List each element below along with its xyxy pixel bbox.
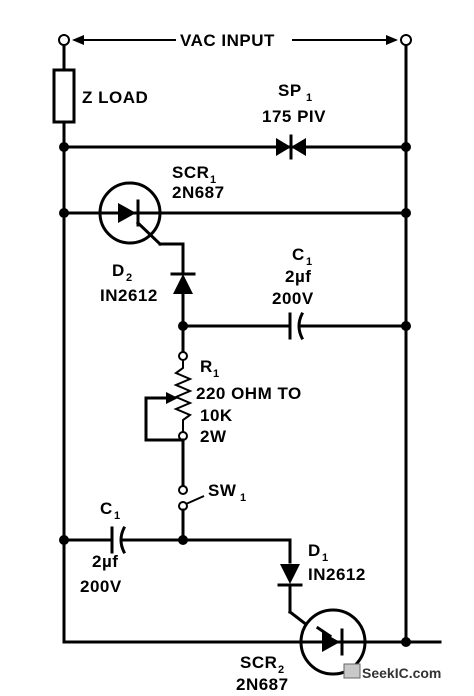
c1-top-ref: C [292,245,305,264]
d1-part: IN2612 [308,565,366,584]
r1-value: 220 OHM TO [196,384,302,403]
sp1-rating: 175 PIV [262,107,326,126]
sp1-suppressor-icon [276,134,306,160]
c1-top-capacitor-icon [288,311,305,341]
vac-input-terminals [58,34,412,46]
z-load-label: Z LOAD [82,88,148,107]
r1-ref: R [200,357,213,376]
r1-ref-sub: 1 [213,368,219,380]
input-terminal-right[interactable] [400,34,412,46]
right-rail [404,44,442,644]
d1-ref: D [308,541,321,560]
watermark-text: SeekIC.com [362,665,441,681]
d2-ref-sub: 2 [126,272,132,284]
scr1-ref-sub: 1 [210,174,216,186]
scr1-thyristor-icon [98,181,163,247]
scr2-ref-sub: 2 [278,664,284,676]
z-load-body [52,68,76,124]
c1-top-voltage: 200V [272,289,314,308]
sw1-ref-sub: 1 [240,492,246,504]
d2-ref: D [112,261,125,280]
sw1-terminal-top[interactable] [178,485,188,495]
sw1-lead [185,495,205,505]
c1-bottom-voltage: 200V [80,577,122,596]
r1-wiper-icon [144,392,185,442]
r1-power: 2W [200,427,227,446]
c1-bottom-ref-sub: 1 [114,510,120,522]
scr2-part: 2N687 [236,675,289,694]
vac-input-label: VAC INPUT [180,31,275,50]
c1-bottom-value: 2µf [92,552,118,571]
r1-terminal-top [178,351,188,361]
z-load [52,68,76,124]
d2-diode-icon [170,272,196,294]
input-terminal-left[interactable] [58,34,70,46]
scr2-ref: SCR [240,653,277,672]
d2-part: IN2612 [100,286,158,305]
scr1-part: 2N687 [172,183,225,202]
r1-resistor-icon [173,360,193,432]
d1-ref-sub: 1 [322,552,328,564]
scr2-thyristor-icon [299,608,367,676]
d1-diode-icon [277,564,303,587]
sp1-ref: SP [278,81,302,100]
c1-bottom-ref: C [100,499,113,518]
c1-top-value: 2µf [285,267,311,286]
c1-top-ref-sub: 1 [306,256,312,268]
seekic-watermark: SeekIC.com [343,663,441,681]
r1-value2: 10K [200,406,233,425]
sp1-ref-sub: 1 [306,92,312,104]
sw1-ref: SW [208,481,237,500]
scr1-ref: SCR [172,163,209,182]
